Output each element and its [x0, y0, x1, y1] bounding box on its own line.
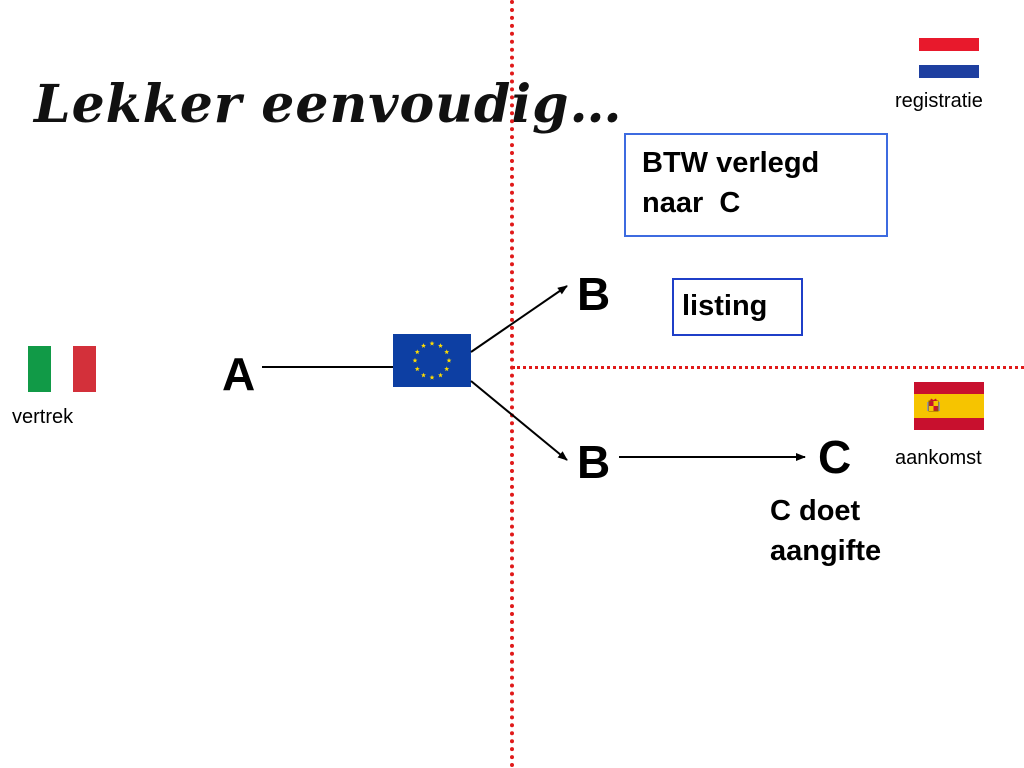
eu-star-icon — [444, 349, 450, 355]
node-b-bottom: B — [577, 436, 611, 488]
eu-star-icon — [421, 372, 426, 378]
registratie-label: registratie — [895, 90, 983, 112]
vertrek-label: vertrek — [12, 406, 74, 428]
eu-star-icon — [438, 372, 443, 378]
c-aangifte-note: C doet aangifte — [770, 495, 882, 567]
italy-flag-icon — [28, 346, 96, 392]
listing-box — [672, 278, 803, 336]
eu-star-icon — [429, 374, 435, 380]
eu-to-b-top-arrow — [470, 285, 568, 353]
btw-box — [624, 133, 888, 237]
node-c: C — [818, 431, 852, 483]
eu-star-icon — [414, 366, 420, 372]
eu-star-icon — [446, 357, 452, 363]
eu-star-icon — [429, 340, 435, 346]
eu-star-icon — [414, 349, 420, 355]
eu-stars-icon — [412, 340, 452, 380]
netherlands-flag-icon — [919, 38, 979, 78]
spain-coat-of-arms-icon — [927, 398, 940, 412]
eu-star-icon — [412, 357, 418, 363]
spain-flag-icon — [914, 382, 984, 430]
eu-star-icon — [438, 343, 443, 348]
eu-to-b-bottom-arrow — [470, 380, 568, 461]
aankomst-label: aankomst — [895, 447, 982, 469]
eu-flag-icon — [393, 334, 471, 387]
node-b-top: B — [577, 268, 611, 320]
listing-box-text: listing — [682, 290, 768, 322]
node-a: A — [222, 348, 256, 400]
btw-box-text: BTW verlegd naar C — [642, 147, 820, 219]
vertical-dotted-divider — [510, 0, 514, 768]
eu-star-icon — [444, 366, 450, 372]
horizontal-dotted-divider — [512, 366, 1024, 369]
page-title: Lekker eenvoudig… — [34, 74, 623, 135]
eu-star-icon — [421, 343, 426, 348]
